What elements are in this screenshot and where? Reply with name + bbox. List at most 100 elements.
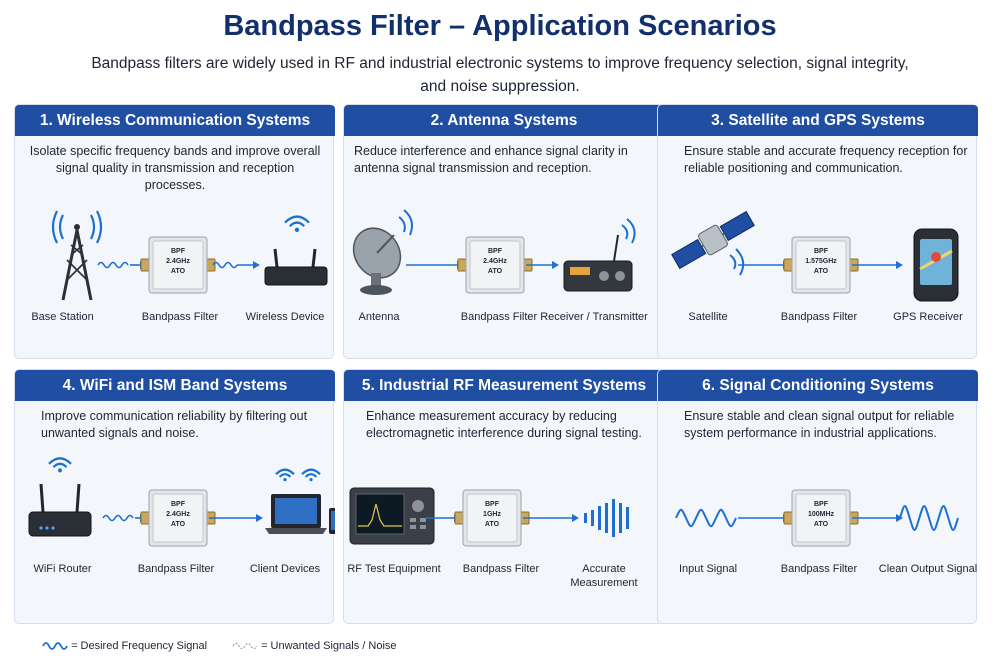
filter-marking: ATO bbox=[813, 521, 829, 528]
base-station-tower-icon bbox=[51, 210, 103, 301]
filter-marking: BPF bbox=[814, 501, 828, 508]
filter-label: Bandpass Filter bbox=[137, 563, 215, 575]
rf-test-equipment-icon bbox=[349, 487, 435, 545]
signal-chain-diagram bbox=[671, 210, 959, 302]
bandpass-filter-icon bbox=[140, 489, 216, 547]
left-device-label: WiFi Router bbox=[33, 563, 92, 575]
panel-heading: 3. Satellite and GPS Systems bbox=[658, 105, 978, 136]
filter-marking: ATO bbox=[487, 268, 503, 275]
filter-label: Bandpass Filter bbox=[460, 311, 538, 323]
input-wave-icon bbox=[675, 508, 737, 528]
output-wave-icon bbox=[899, 505, 959, 531]
filter-marking: BPF bbox=[171, 248, 185, 255]
page-title: Bandpass Filter – Application Scenarios bbox=[223, 10, 777, 42]
signal-chain-diagram bbox=[675, 489, 959, 547]
filter-label: Bandpass Filter bbox=[780, 311, 858, 323]
right-device-label: Receiver / Transmitter bbox=[540, 311, 648, 323]
signal-arrow bbox=[852, 514, 903, 522]
satellite-dish-icon bbox=[352, 209, 413, 295]
right-device-label: Client Devices bbox=[249, 563, 321, 575]
laptop-phone-icon bbox=[265, 494, 335, 534]
filter-marking: 2.4GHz bbox=[166, 258, 190, 265]
left-device-label: Input Signal bbox=[678, 563, 738, 575]
bandpass-filter-icon bbox=[140, 236, 216, 294]
signal-arrow bbox=[209, 514, 263, 522]
signal-arrow bbox=[526, 261, 559, 269]
left-device-label: Base Station bbox=[31, 311, 94, 323]
gps-receiver-icon bbox=[913, 228, 959, 302]
panel-description: Enhance measurement accuracy by reducing… bbox=[366, 409, 642, 440]
right-device-label: Accurate Measurement bbox=[570, 563, 638, 589]
filter-marking: BPF bbox=[485, 501, 499, 508]
satellite-icon bbox=[671, 210, 755, 270]
panel-description: Improve communication reliability by fil… bbox=[41, 409, 308, 440]
page-subtitle: Bandpass filters are widely used in RF a… bbox=[91, 55, 909, 95]
right-device-label: Clean Output Signal bbox=[878, 563, 978, 575]
right-device-label: Wireless Device bbox=[245, 311, 325, 323]
bandpass-filter-icon bbox=[454, 489, 530, 547]
filter-marking: BPF bbox=[488, 248, 502, 255]
signal-chain-diagram bbox=[349, 487, 629, 547]
bandpass-filter-icon bbox=[783, 236, 859, 294]
signal-arrow bbox=[738, 261, 790, 269]
filter-marking: ATO bbox=[170, 268, 186, 275]
legend-desired: = Desired Frequency Signal bbox=[42, 638, 242, 654]
legend-unwanted: = Unwanted Signals / Noise bbox=[232, 638, 432, 654]
signal-arrow bbox=[738, 514, 790, 522]
signal-bars-icon bbox=[584, 499, 629, 537]
filter-label: Bandpass Filter bbox=[780, 563, 858, 575]
bandpass-filter-icon bbox=[457, 236, 533, 294]
filter-marking: 2.4GHz bbox=[483, 258, 507, 265]
filter-marking: 2.4GHz bbox=[166, 511, 190, 518]
right-device-label: GPS Receiver bbox=[893, 311, 963, 323]
signal-arrow bbox=[237, 261, 260, 269]
panel-heading: 1. Wireless Communication Systems bbox=[15, 105, 335, 136]
wifi-signal-icon bbox=[284, 215, 310, 232]
wifi-signal-icon bbox=[275, 468, 295, 482]
legend-unwanted-label: = Unwanted Signals / Noise bbox=[261, 640, 397, 652]
filter-marking: BPF bbox=[814, 248, 828, 255]
filter-marking: 100MHz bbox=[807, 511, 835, 518]
filter-marking: ATO bbox=[484, 521, 500, 528]
filter-marking: BPF bbox=[171, 501, 185, 508]
signal-arrow bbox=[523, 514, 579, 522]
wifi-signal-icon bbox=[48, 457, 72, 473]
signal-arrow bbox=[852, 261, 903, 269]
filter-label: Bandpass Filter bbox=[462, 563, 540, 575]
panel-heading: 6. Signal Conditioning Systems bbox=[658, 370, 978, 401]
noise-signal-wave-icon bbox=[232, 643, 258, 650]
left-device-label: Satellite bbox=[688, 311, 728, 323]
panel-description: Ensure stable and clean signal output fo… bbox=[684, 409, 955, 440]
filter-marking: 1GHz bbox=[483, 511, 501, 518]
panel-heading: 5. Industrial RF Measurement Systems bbox=[344, 370, 664, 401]
signal-chain-diagram bbox=[352, 209, 636, 295]
left-device-label: Antenna bbox=[358, 311, 400, 323]
signal-chain-diagram bbox=[28, 457, 335, 547]
desired-signal-wave-icon bbox=[42, 642, 68, 650]
panel-description: Ensure stable and accurate frequency rec… bbox=[684, 144, 968, 175]
signal-arrow bbox=[406, 261, 464, 269]
panel-heading: 2. Antenna Systems bbox=[344, 105, 664, 136]
wifi-router-icon bbox=[28, 483, 92, 537]
panel-description: Reduce interference and enhance signal c… bbox=[354, 144, 628, 175]
desired-signal-wave bbox=[212, 261, 238, 269]
filter-label: Bandpass Filter bbox=[141, 311, 219, 323]
panel-description: Isolate specific frequency bands and imp… bbox=[29, 144, 321, 192]
wifi-signal-icon bbox=[301, 468, 321, 482]
panel-heading: 4. WiFi and ISM Band Systems bbox=[15, 370, 335, 401]
bandpass-filter-icon bbox=[783, 489, 859, 547]
desired-signal-wave bbox=[97, 261, 129, 269]
filter-marking: ATO bbox=[170, 521, 186, 528]
wireless-router-icon bbox=[264, 248, 328, 286]
legend-desired-label: = Desired Frequency Signal bbox=[71, 640, 208, 652]
radio-receiver-icon bbox=[563, 234, 633, 292]
filter-marking: ATO bbox=[813, 268, 829, 275]
filter-marking: 1.575GHz bbox=[805, 258, 837, 265]
desired-signal-wave bbox=[102, 514, 134, 522]
